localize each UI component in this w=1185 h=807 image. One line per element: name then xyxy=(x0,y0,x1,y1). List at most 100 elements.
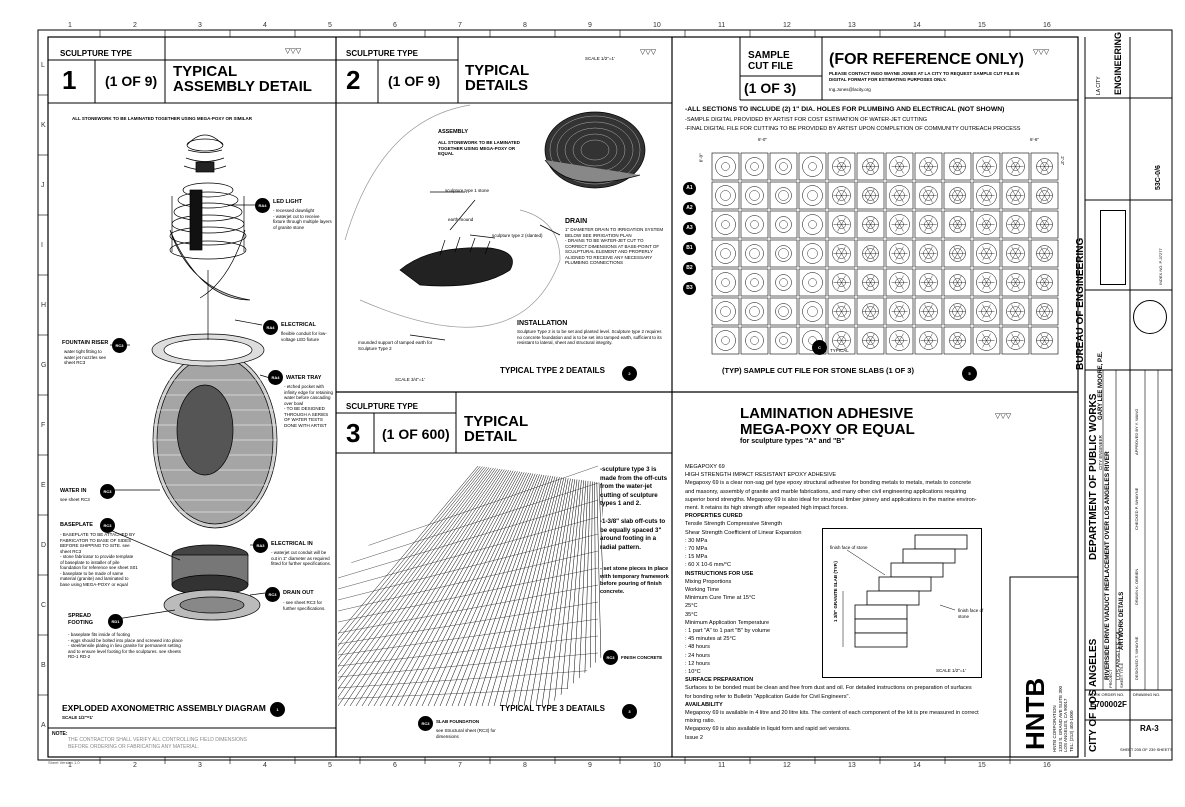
slab-offcut-line xyxy=(433,473,536,707)
granite-dim: 1 3/8" GRANITE SLAB (TYP.) xyxy=(833,561,838,622)
p3-count: (1 OF 600) xyxy=(382,426,450,442)
callout-drain: RC3 xyxy=(265,587,280,602)
cut-file-cell xyxy=(885,239,914,268)
callout-fountain: RC3 xyxy=(112,338,127,353)
spec-line: 25°C xyxy=(685,603,698,610)
p3-note-1: -sculpture type 3 is made from the off-c… xyxy=(600,466,669,507)
ruler-col-14-top: 14 xyxy=(913,22,921,29)
north-arrow-icon-4: ▽▽▽ xyxy=(995,413,1012,420)
slab-cross-line xyxy=(338,686,599,700)
slab-offcut-line xyxy=(469,475,549,707)
drain-body: - see sheet RC3 for further specificatio… xyxy=(283,600,326,611)
ruler-col-2-top: 2 xyxy=(133,22,137,29)
spec-line: : 1 part "A" to 1 part "B" by volume xyxy=(685,628,771,634)
cut-file-cell xyxy=(856,152,885,181)
base-head: BASEPLATE xyxy=(60,522,93,528)
tb-index: INDEX NO. P-37277 xyxy=(1158,248,1163,285)
p2-caption: TYPICAL TYPE 2 DEATAILS xyxy=(500,366,605,375)
slab-offcut-line xyxy=(523,478,569,707)
p2-number: 2 xyxy=(346,65,361,95)
cut-file-cell xyxy=(1030,239,1059,268)
cut-file-cell xyxy=(885,297,914,326)
slab-offcut-line xyxy=(349,469,505,707)
ruler-row-G: G xyxy=(41,362,47,369)
ruler-row-F: F xyxy=(41,422,46,429)
p4-note-2: -SAMPLE DIGITAL PROVIDED BY ARTIST FOR C… xyxy=(685,117,928,123)
tb-project: RIVERSIDE DRIVE VIADUCT REPLACEMENT OVER… xyxy=(1104,451,1111,680)
cut-file-cell xyxy=(914,210,943,239)
section-tag-b1: B1 xyxy=(683,242,696,255)
spec-line: Issue 2 xyxy=(685,734,704,741)
callout-finish: RC3 xyxy=(603,650,618,665)
slab-offcut-line xyxy=(481,476,554,707)
cut-file-cell xyxy=(798,181,827,210)
p1-scale: SCALE 1/2"=1' xyxy=(62,715,94,720)
spread-head: SPREAD FOOTING xyxy=(68,613,94,626)
cut-file-cell xyxy=(798,152,827,181)
cut-file-cell xyxy=(856,181,885,210)
ruler-col-7-top: 7 xyxy=(458,22,462,29)
cut-file-cell xyxy=(943,210,972,239)
slab-offcut-line xyxy=(529,478,571,707)
tb-city-engineer: CITY ENGINEER xyxy=(1098,435,1103,470)
slab-cross-line xyxy=(338,516,599,590)
north-arrow-icon-3: ▽▽▽ xyxy=(1033,49,1050,56)
slab-offcut-line xyxy=(553,479,580,707)
ruler-col-10-top: 10 xyxy=(653,22,661,29)
ruler-col-12-top: 12 xyxy=(783,22,791,29)
slab-offcut-line xyxy=(385,471,518,707)
cut-file-cell xyxy=(740,181,769,210)
ruler-col-8-top: 8 xyxy=(523,22,527,29)
slab-cross-line xyxy=(338,499,599,579)
section-frame xyxy=(822,528,982,678)
spec-line: Mixing Proportions xyxy=(685,578,732,585)
tray-head: WATER TRAY xyxy=(286,375,322,381)
ruler-col-9-top: 9 xyxy=(588,22,592,29)
cut-file-cell xyxy=(827,268,856,297)
ruler-col-6-bottom: 6 xyxy=(393,762,397,769)
section-tag-b2: B2 xyxy=(683,262,696,275)
drain2-head: DRAIN xyxy=(565,218,588,225)
drain-head: DRAIN OUT xyxy=(283,590,314,596)
p4-note-3: -FINAL DIGITAL FILE FOR CUTTING TO BE PR… xyxy=(685,126,1021,132)
fountain-body: water tight fitting to water jet nozzles… xyxy=(64,349,108,365)
cut-file-cell xyxy=(1030,326,1059,355)
cut-file-cell xyxy=(798,297,827,326)
ruler-col-6-top: 6 xyxy=(393,22,397,29)
cut-file-cell xyxy=(943,239,972,268)
cut-file-cell xyxy=(885,326,914,355)
slab-offcut-line xyxy=(439,474,538,707)
slab-offcut-line xyxy=(338,465,479,635)
cut-file-cell xyxy=(827,239,856,268)
ruler-col-3-top: 3 xyxy=(198,22,202,29)
cut-file-cell xyxy=(769,297,798,326)
cut-file-cell xyxy=(972,297,1001,326)
cut-file-cell xyxy=(711,326,740,355)
callout-elec: RA4 xyxy=(263,320,278,335)
elecin-head: ELECTRICAL IN xyxy=(271,541,313,547)
slab-offcut-line xyxy=(571,480,587,707)
slab-offcut-line xyxy=(338,468,496,690)
p2-count: (1 OF 9) xyxy=(388,73,441,89)
spec-line: ment. It retains its high strength after… xyxy=(685,505,848,511)
tb-drawing-label: DRAWING NO. xyxy=(1133,692,1161,697)
file-version: Sheet Version 1.0 xyxy=(48,760,80,765)
slab-offcut-line xyxy=(547,479,578,707)
engineer-stamp-icon xyxy=(1133,300,1167,334)
cut-file-cell xyxy=(972,239,1001,268)
type3-hatch xyxy=(338,456,603,716)
spec-line: MEGAPOXY 69 xyxy=(685,464,725,470)
p4-dim-3: 6'-0" xyxy=(698,153,704,163)
ruler-row-J: J xyxy=(41,182,45,189)
firm-address: HNTB CORPORATION 1333 S. GRAND AVE SUITE… xyxy=(1052,686,1074,752)
slab-offcut-line xyxy=(343,469,503,707)
slab-cross-line xyxy=(338,618,599,656)
p4-caption: (TYP) SAMPLE CUT FILE FOR STONE SLABS (1… xyxy=(722,366,914,375)
cut-file-cell xyxy=(856,268,885,297)
p1-type-label: SCULPTURE TYPE xyxy=(60,49,133,58)
spec-line: : 60 X 10-6 mm/°C xyxy=(685,562,732,569)
ruler-row-B: B xyxy=(41,662,46,669)
p3-title-2: DETAIL xyxy=(464,428,518,445)
cut-file-cell xyxy=(769,210,798,239)
cut-file-cell xyxy=(711,268,740,297)
